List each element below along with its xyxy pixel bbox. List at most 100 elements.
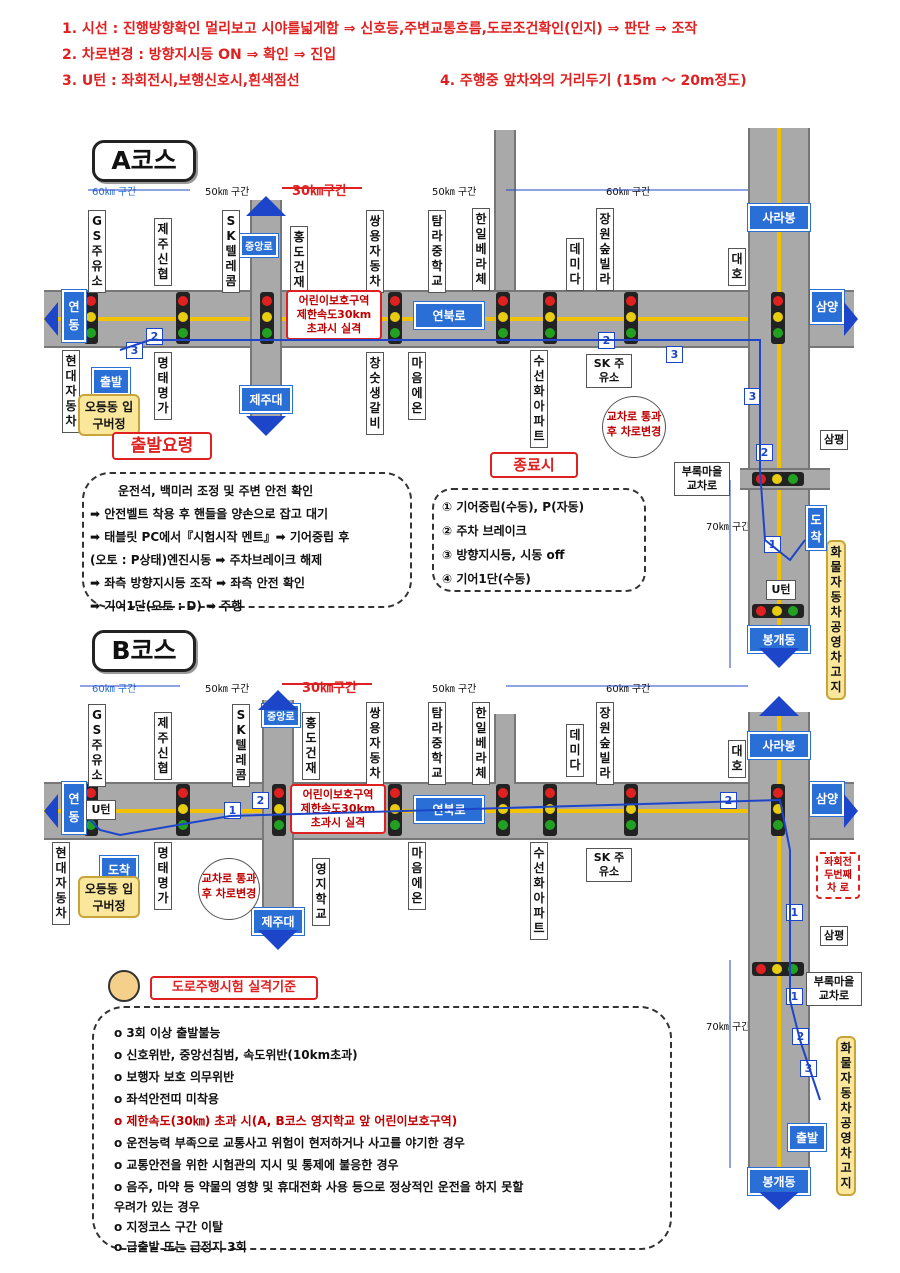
fail-item: o 신호위반, 중앙선침범, 속도위반(10km초과) [114,1048,358,1062]
traffic-light [272,784,286,836]
label-sk-station-b: SK 주유소 [586,848,632,882]
speed-50-b: 50㎞ 구간 [205,684,250,695]
route-path-a [119,339,806,562]
fail-criteria-box [92,1006,672,1250]
speed-60-b: 60㎞ 구간 [92,684,137,695]
start-procedure-box [82,472,412,608]
traffic-light [543,292,557,344]
examiner-face-icon [108,970,140,1002]
label-hyundai-a: 현대자동차 [62,350,80,433]
label-hongdo-b: 홍도건재 [302,712,320,780]
label-samyang-a: 삼양 [810,290,844,324]
traffic-light [752,604,804,618]
center-line-v-a [777,128,781,648]
end-step: ④ 기어1단(수동) [442,572,531,586]
label-uturn-b: U턴 [86,800,116,820]
zone-title: 어린이보호구역 [302,788,374,801]
speed-70-b: 70㎞ 구간 [706,1022,751,1033]
label-samyang-b: 삼양 [810,782,844,816]
start-step: ➡ 안전벨트 착용 후 핸들을 양손으로 잡고 대기 [90,507,329,521]
label-gs-station-a: GS주유소 [88,210,106,293]
fail-item: o 운전능력 부족으로 교통사고 위험이 현저하거나 사고를 야기한 경우 [114,1136,465,1150]
end-procedure-title: 종료시 [490,452,578,478]
traffic-light [543,784,557,836]
end-step: ② 주차 브레이크 [442,524,527,538]
label-hanil-a: 한일베라체 [472,208,490,291]
arrow-bonggae-b [759,1192,799,1210]
label-demida-a: 데미다 [566,238,584,291]
start-step: ➡ 좌측 방향지시등 조작 ➡ 좌측 안전 확인 [90,576,305,590]
arrow-jejudae-a [246,416,286,436]
label-myungtae-b: 명태명가 [154,842,172,910]
traffic-light [624,784,638,836]
label-odeung-a: 오등동 입구버정 [78,394,140,436]
fail-item: o 3회 이상 출발불능 [114,1026,221,1040]
school-zone-b: 어린이보호구역 제한속도30km 초과시 실격 [290,784,386,834]
label-hwamul-b: 화물자동차공영차고지 [836,1036,856,1196]
arrow-jejudae-b [258,930,298,950]
zone-fail: 초과시 실격 [306,322,362,335]
label-suseonhwa-a: 수선화아파트 [530,350,548,448]
traffic-light [84,292,98,344]
label-bureok-b: 부록마을 교차로 [806,972,862,1006]
route-path-b [89,798,821,1101]
label-uturn-a: U턴 [766,580,796,600]
speed-60b-a: 60㎞ 구간 [606,187,651,198]
rule-line-4: 4. 주행중 앞차와의 거리두기 (15m ～ 20m정도) [440,73,747,89]
label-demida-b: 데미다 [566,724,584,777]
route-step-2: 2 [252,792,269,809]
traffic-light [388,784,402,836]
label-tamra-a: 탐라중학교 [428,210,446,293]
label-hwamul-a: 화물자동차공영차고지 [826,540,846,700]
label-start-b: 출발 [788,1124,827,1151]
label-yeonbuk-a: 연북로 [414,302,484,329]
traffic-light [260,292,274,344]
label-maeum-b: 마음에온 [408,842,426,910]
label-galbi-a: 창숫생갈비 [366,352,384,435]
fail-item: o 보행자 보호 의무위반 [114,1070,235,1084]
rule-line-1: 1. 시선 : 진행방향확인 멀리보고 시야를넓게함 ⇒ 신호등,주변교통흐름,… [62,21,698,37]
label-jeju-shinhyup-a: 제주신협 [154,218,172,286]
label-sampyeong-b: 삼평 [820,926,849,946]
course-b-title: B코스 [92,630,196,672]
fail-item: o 음주, 마약 등 약물의 영향 및 휴대전화 사용 등으로 정상적인 운전을… [114,1180,524,1194]
cloud-lane-change-a: 교차로 통과후 차로변경 [602,396,666,458]
arrow-bonggae-a [759,648,799,668]
label-daeho-a: 대호 [728,248,746,286]
side-road-b [494,714,516,784]
label-left-turn-b: 좌회전 두번째 차 로 [816,852,860,899]
label-daeho-b: 대호 [728,740,746,778]
label-gs-station-b: GS주유소 [88,704,106,787]
fail-item: o 교통안전을 위한 시험관의 지시 및 통제에 불응한 경우 [114,1158,399,1172]
label-arrive-a: 도착 [806,506,826,550]
zone-title: 어린이보호구역 [298,294,370,307]
speed-50-a: 50㎞ 구간 [205,187,250,198]
label-bureok-a: 부록마을 교차로 [674,462,730,496]
traffic-light [771,292,785,344]
speed-60-a: 60㎞ 구간 [92,187,137,198]
school-zone-a: 어린이보호구역 제한속도30km 초과시 실격 [286,290,382,340]
label-hanil-b: 한일베라체 [472,702,490,785]
arrow-west-b [44,794,58,828]
route-step-2: 2 [792,1028,809,1045]
label-jeju-shinhyup-b: 제주신협 [154,712,172,780]
traffic-light [176,292,190,344]
label-sarabong-b: 사라봉 [748,732,810,759]
label-yeondong-a: 연동 [62,290,86,342]
label-hyundai-b: 현대자동차 [52,842,70,925]
arrow-joongang-b [258,690,298,710]
label-ssangyong-a: 쌍용자동차 [366,210,384,293]
label-odeung-b: 오등동 입구버정 [78,876,140,918]
course-a-title: A코스 [92,140,196,182]
speed-50b-b: 50㎞ 구간 [432,684,477,695]
start-step: (오토 : P상태)엔진시동 ➡ 주차브레이크 해제 [90,553,323,567]
traffic-light [388,292,402,344]
label-sk-telecom-a: SK텔레콤 [222,210,240,293]
fail-item: o 제한속도(30㎞) 초과 시(A, B코스 영지학교 앞 어린이보호구역) [114,1114,458,1128]
cloud-lane-change-b: 교차로 통과후 차로변경 [198,858,260,920]
speed-60b-b: 60㎞ 구간 [606,684,651,695]
label-maeum-a: 마음에온 [408,352,426,420]
label-yeondong-b: 연동 [62,782,86,834]
fail-item: o 급출발 또는 급정지 3회 [114,1240,247,1254]
